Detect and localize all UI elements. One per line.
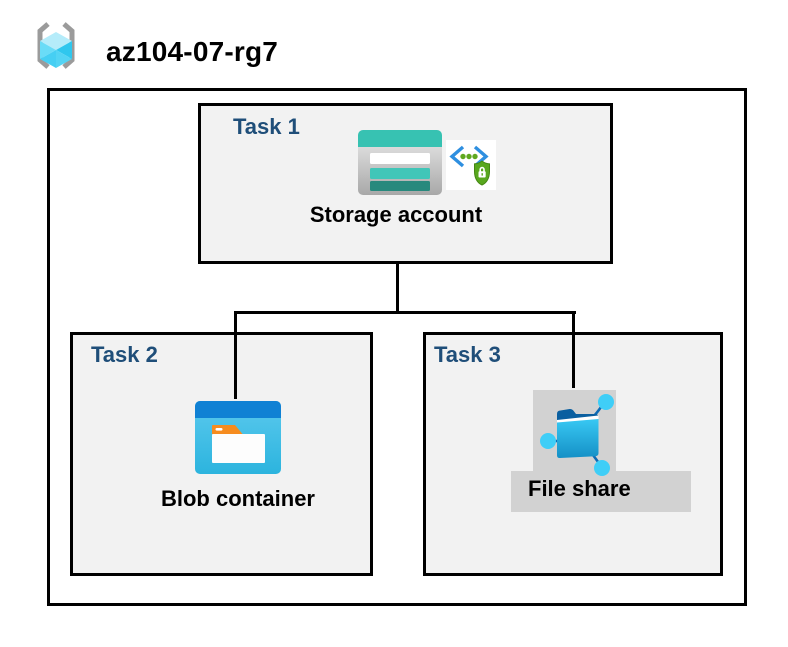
resource-group-icon: [37, 22, 75, 69]
task2-label: Task 2: [91, 342, 158, 367]
file-share-label: File share: [528, 476, 631, 501]
file-share-icon: [540, 394, 614, 476]
connector-branch-to-fileshare: [572, 311, 575, 388]
task3-label: Task 3: [434, 342, 501, 367]
task3-box: Task 3 File share: [423, 332, 723, 576]
blob-container-label: Blob container: [160, 486, 315, 511]
task1-label: Task 1: [233, 114, 300, 139]
connector-storage-to-branch: [396, 262, 399, 314]
code-security-icon: [446, 140, 496, 190]
task2-box: Task 2 Blob container: [70, 332, 373, 576]
storage-account-icon: [358, 130, 442, 195]
connector-branch-to-blob: [234, 311, 237, 399]
connector-branch-horizontal: [234, 311, 576, 314]
blob-container-icon: [195, 401, 281, 474]
storage-account-label: Storage account: [309, 202, 483, 227]
file-share-label-highlight: [511, 471, 691, 512]
task1-box: Task 1 Storage account: [198, 103, 613, 264]
resource-group-title: az104-07-rg7: [106, 36, 279, 67]
